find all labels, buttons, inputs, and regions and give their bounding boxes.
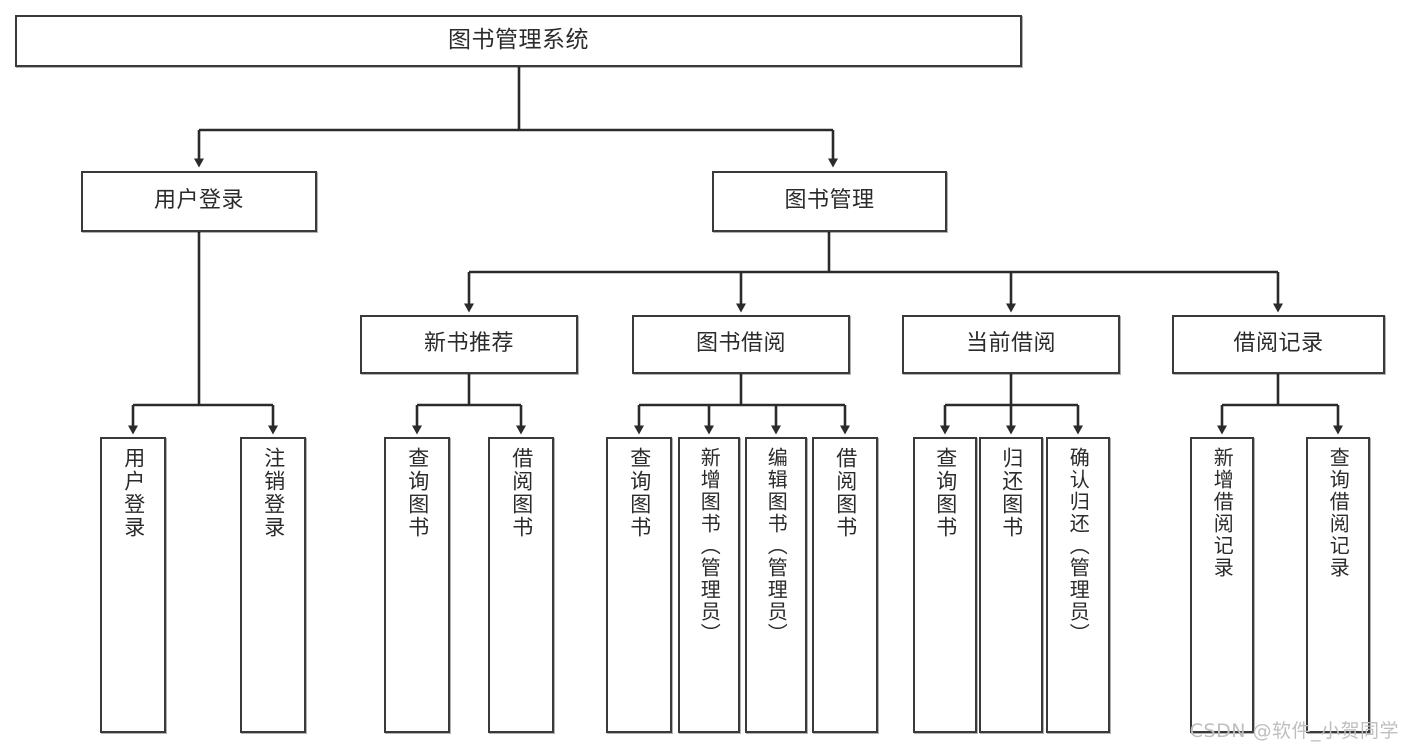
node-label: 新书推荐 xyxy=(423,331,514,357)
leaf-query-borrow-record[interactable]: 查询借阅记录 xyxy=(1306,437,1370,733)
node-label: 图书管理 xyxy=(784,188,875,214)
node-label: 图书借阅 xyxy=(695,331,786,357)
leaf-return-book[interactable]: 归还图书 xyxy=(979,437,1043,733)
node-book-management[interactable]: 图书管理 xyxy=(712,171,947,232)
node-label: 借阅图书 xyxy=(833,447,858,539)
node-new-book-recommend[interactable]: 新书推荐 xyxy=(360,315,578,374)
node-current-borrow[interactable]: 当前借阅 xyxy=(902,315,1120,374)
node-borrow-record[interactable]: 借阅记录 xyxy=(1172,315,1385,374)
node-label: 查询图书 xyxy=(627,447,652,539)
node-book-borrow[interactable]: 图书借阅 xyxy=(632,315,850,374)
leaf-confirm-return-admin[interactable]: 确认归还（管理员） xyxy=(1046,437,1110,733)
node-label: 查询借阅记录 xyxy=(1326,447,1351,579)
node-label: 用户登录 xyxy=(121,447,146,539)
node-label: 借阅图书 xyxy=(509,447,534,539)
node-label: 确认归还（管理员） xyxy=(1066,447,1091,645)
leaf-borrow-book-recommend[interactable]: 借阅图书 xyxy=(488,437,554,733)
node-root-book-management-system[interactable]: 图书管理系统 xyxy=(15,15,1022,67)
node-label: 新增图书（管理员） xyxy=(697,447,722,645)
leaf-add-borrow-record[interactable]: 新增借阅记录 xyxy=(1190,437,1254,733)
node-label: 查询图书 xyxy=(405,447,430,539)
node-label: 查询图书 xyxy=(933,447,958,539)
leaf-borrow-book[interactable]: 借阅图书 xyxy=(812,437,878,733)
node-user-login[interactable]: 用户登录 xyxy=(81,171,317,232)
leaf-add-book-admin[interactable]: 新增图书（管理员） xyxy=(678,437,740,733)
leaf-query-book-borrow[interactable]: 查询图书 xyxy=(606,437,672,733)
node-label: 当前借阅 xyxy=(965,331,1056,357)
leaf-edit-book-admin[interactable]: 编辑图书（管理员） xyxy=(745,437,807,733)
leaf-user-login[interactable]: 用户登录 xyxy=(100,437,166,733)
node-label: 图书管理系统 xyxy=(448,27,589,54)
leaf-query-book-recommend[interactable]: 查询图书 xyxy=(384,437,450,733)
node-label: 注销登录 xyxy=(261,447,286,539)
leaf-query-book-current[interactable]: 查询图书 xyxy=(913,437,977,733)
leaf-logout[interactable]: 注销登录 xyxy=(240,437,306,733)
node-label: 用户登录 xyxy=(153,188,244,214)
node-label: 归还图书 xyxy=(999,447,1024,539)
node-label: 编辑图书（管理员） xyxy=(764,447,789,645)
node-label: 新增借阅记录 xyxy=(1210,447,1235,579)
node-label: 借阅记录 xyxy=(1233,331,1324,357)
watermark: CSDN @软件_小贺同学 xyxy=(1189,720,1399,742)
